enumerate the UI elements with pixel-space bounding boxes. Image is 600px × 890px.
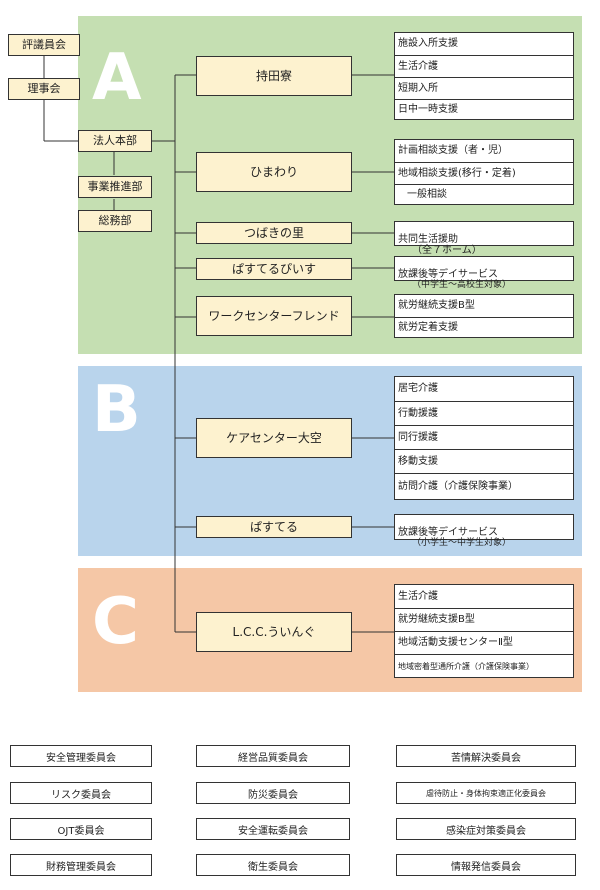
service-item: 就労定着支援 (395, 317, 573, 338)
facility-pasuteru: ぱすてる (196, 516, 352, 538)
service-item: 共同生活援助 （全７ホーム） (395, 222, 573, 257)
service-item: 生活介護 (398, 590, 438, 602)
facility-care-center-ozora: ケアセンター大空 (196, 418, 352, 458)
committee-box: リスク委員会 (10, 782, 152, 804)
service-item: 一般相談 (395, 184, 573, 205)
services-pasuterupiisu: 放課後等デイサービス （中学生～高校生対象） (394, 256, 574, 291)
service-item: 就労継続支援B型 (395, 608, 573, 631)
service-item: 地域密着型通所介護（介護保険事業） (395, 654, 573, 678)
section-a-letter: A (92, 41, 142, 115)
committee-box: 財務管理委員会 (10, 854, 152, 876)
section-b-letter: B (92, 373, 141, 447)
facility-mochidaryo: 持田寮 (196, 56, 352, 96)
general-affairs-box: 総務部 (78, 210, 152, 232)
committee-box: 安全運転委員会 (196, 818, 350, 840)
committee-box: 経営品質委員会 (196, 745, 350, 767)
services-work-center-friend: 就労継続支援B型 就労定着支援 (394, 294, 574, 338)
services-mochidaryo: 施設入所支援 生活介護 短期入所 日中一時支援 (394, 32, 574, 120)
committee-box: 衛生委員会 (196, 854, 350, 876)
section-c-letter: C (92, 585, 139, 659)
services-himawari: 計画相談支援（者・児） 地域相談支援(移行・定着) 一般相談 (394, 139, 574, 205)
committee-box: 防災委員会 (196, 782, 350, 804)
facility-himawari: ひまわり (196, 152, 352, 192)
services-lcc-wing: 生活介護 就労継続支援B型 地域活動支援センターⅡ型 地域密着型通所介護（介護保… (394, 584, 574, 678)
service-line: 共同生活援助 (398, 233, 458, 245)
service-item: 計画相談支援（者・児） (398, 145, 508, 157)
services-care-center-ozora: 居宅介護 行動援護 同行援護 移動支援 訪問介護（介護保険事業） (394, 376, 574, 500)
board-box: 理事会 (8, 78, 80, 100)
service-item: 就労継続支援B型 (398, 300, 475, 312)
service-item: 居宅介護 (398, 383, 438, 395)
facility-lcc-wing: L.C.C.ういんぐ (196, 612, 352, 652)
committee-box: 感染症対策委員会 (396, 818, 576, 840)
committee-box: 安全管理委員会 (10, 745, 152, 767)
service-item: 地域活動支援センターⅡ型 (395, 631, 573, 654)
service-item: 放課後等デイサービス （中学生～高校生対象） (395, 257, 573, 291)
facility-tsubakinosato: つばきの里 (196, 222, 352, 244)
service-item: 行動援護 (395, 401, 573, 425)
committee-box: 情報発信委員会 (396, 854, 576, 876)
service-item: 生活介護 (395, 55, 573, 77)
hq-box: 法人本部 (78, 130, 152, 152)
services-pasuteru: 放課後等デイサービス （小学生～中学生対象） (394, 514, 574, 549)
committee-box: 苦情解決委員会 (396, 745, 576, 767)
service-item: 日中一時支援 (395, 99, 573, 120)
service-item: 地域相談支援(移行・定着) (395, 162, 573, 184)
service-item: 訪問介護（介護保険事業） (395, 473, 573, 500)
committee-box: OJT委員会 (10, 818, 152, 840)
service-item: 施設入所支援 (398, 38, 458, 50)
service-item: 短期入所 (395, 77, 573, 99)
service-line: 放課後等デイサービス (398, 268, 498, 280)
promotion-dept-box: 事業推進部 (78, 176, 152, 198)
service-item: 移動支援 (395, 449, 573, 473)
council-box: 評議員会 (8, 34, 80, 56)
service-item: 放課後等デイサービス （小学生～中学生対象） (395, 515, 573, 549)
facility-work-center-friend: ワークセンターフレンド (196, 296, 352, 336)
service-line: （小学生～中学生対象） (412, 538, 512, 548)
service-item: 同行援護 (395, 425, 573, 449)
services-tsubakinosato: 共同生活援助 （全７ホーム） (394, 221, 574, 257)
committee-box: 虐待防止・身体拘束適正化委員会 (396, 782, 576, 804)
facility-pasuterupiisu: ぱすてるぴいす (196, 258, 352, 280)
service-line: （中学生～高校生対象） (412, 280, 512, 290)
service-line: 放課後等デイサービス (398, 526, 498, 538)
service-line: （全７ホーム） (412, 245, 482, 256)
